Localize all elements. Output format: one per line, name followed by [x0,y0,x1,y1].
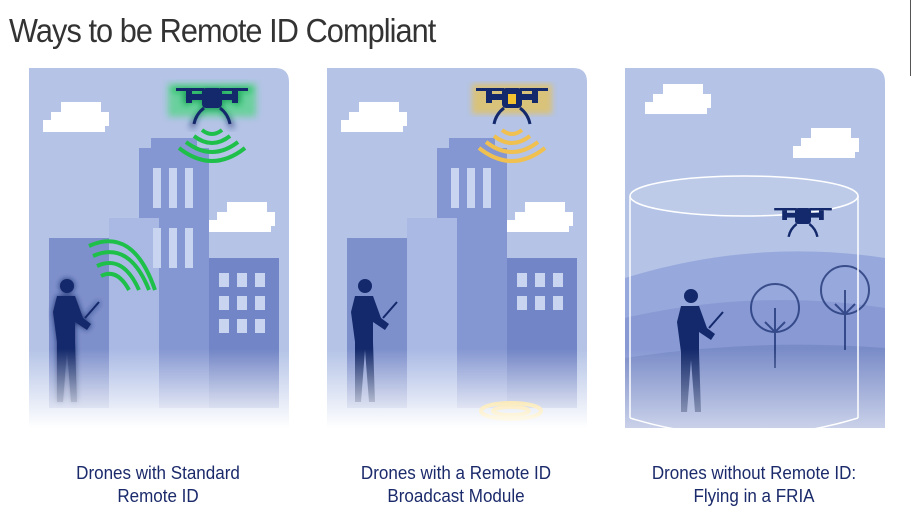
caption-standard-remote-id: Drones with Standard Remote ID [76,462,240,506]
fria-illustration [625,68,885,428]
panel-broadcast-module [327,68,587,428]
caption-fria: Drones without Remote ID: Flying in a FR… [651,462,857,506]
caption-broadcast-module: Drones with a Remote ID Broadcast Module [360,462,552,506]
scrollbar-edge [910,0,911,76]
standard-remote-id-illustration [29,68,289,428]
broadcast-module-illustration [327,68,587,428]
panel-fria [625,68,885,428]
page-title: Ways to be Remote ID Compliant [9,12,436,49]
panel-standard-remote-id [29,68,289,428]
